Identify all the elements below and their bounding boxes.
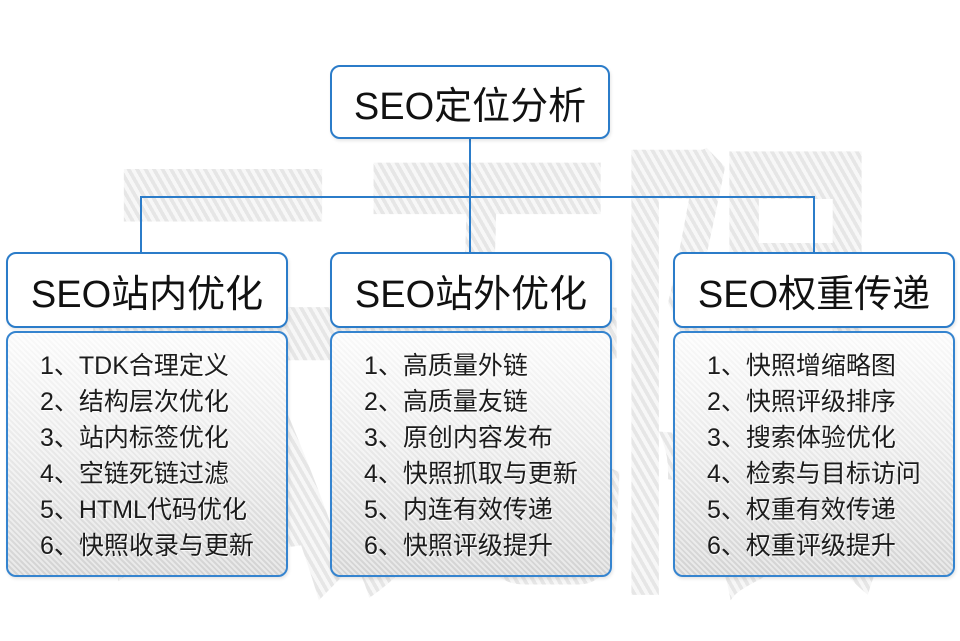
list-item: 3、搜索体验优化 bbox=[707, 424, 896, 452]
item-list: 1、快照增缩略图 2、快照评级排序 3、搜索体验优化 4、检索与目标访问 5、权… bbox=[707, 348, 947, 564]
column-title-onsite: SEO站内优化 bbox=[6, 252, 288, 328]
root-node-seo-positioning: SEO定位分析 bbox=[330, 65, 610, 139]
column-body-onsite: 1、TDK合理定义 2、结构层次优化 3、站内标签优化 4、空链死链过滤 5、H… bbox=[6, 331, 288, 577]
item-list: 1、TDK合理定义 2、结构层次优化 3、站内标签优化 4、空链死链过滤 5、H… bbox=[40, 348, 280, 564]
list-item: 6、快照评级提升 bbox=[364, 532, 553, 560]
list-item: 6、快照收录与更新 bbox=[40, 532, 254, 560]
column-title-offsite: SEO站外优化 bbox=[330, 252, 612, 328]
list-item: 4、快照抓取与更新 bbox=[364, 460, 578, 488]
column-title-label: SEO权重传递 bbox=[697, 273, 931, 316]
connector-drop-right bbox=[813, 196, 815, 252]
column-body-offsite: 1、高质量外链 2、高质量友链 3、原创内容发布 4、快照抓取与更新 5、内连有… bbox=[330, 331, 612, 577]
list-item: 5、内连有效传递 bbox=[364, 496, 553, 524]
list-item: 5、权重有效传递 bbox=[707, 496, 896, 524]
list-item: 1、高质量外链 bbox=[364, 352, 528, 380]
column-title-label: SEO站外优化 bbox=[354, 273, 588, 316]
list-item: 5、HTML代码优化 bbox=[40, 496, 247, 524]
list-item: 6、权重评级提升 bbox=[707, 532, 896, 560]
connector-horizontal-bar bbox=[140, 196, 815, 198]
list-item: 2、结构层次优化 bbox=[40, 388, 229, 416]
item-list: 1、高质量外链 2、高质量友链 3、原创内容发布 4、快照抓取与更新 5、内连有… bbox=[364, 348, 604, 564]
list-item: 2、高质量友链 bbox=[364, 388, 528, 416]
column-body-weight: 1、快照增缩略图 2、快照评级排序 3、搜索体验优化 4、检索与目标访问 5、权… bbox=[673, 331, 955, 577]
list-item: 4、空链死链过滤 bbox=[40, 460, 229, 488]
connector-root-stem bbox=[469, 139, 471, 198]
list-item: 3、原创内容发布 bbox=[364, 424, 553, 452]
list-item: 1、TDK合理定义 bbox=[40, 352, 229, 380]
list-item: 3、站内标签优化 bbox=[40, 424, 229, 452]
connector-drop-middle bbox=[469, 196, 471, 252]
connector-drop-left bbox=[140, 196, 142, 252]
column-title-weight: SEO权重传递 bbox=[673, 252, 955, 328]
root-node-title: SEO定位分析 bbox=[353, 85, 587, 128]
list-item: 1、快照增缩略图 bbox=[707, 352, 896, 380]
column-title-label: SEO站内优化 bbox=[30, 273, 264, 316]
list-item: 2、快照评级排序 bbox=[707, 388, 896, 416]
list-item: 4、检索与目标访问 bbox=[707, 460, 921, 488]
